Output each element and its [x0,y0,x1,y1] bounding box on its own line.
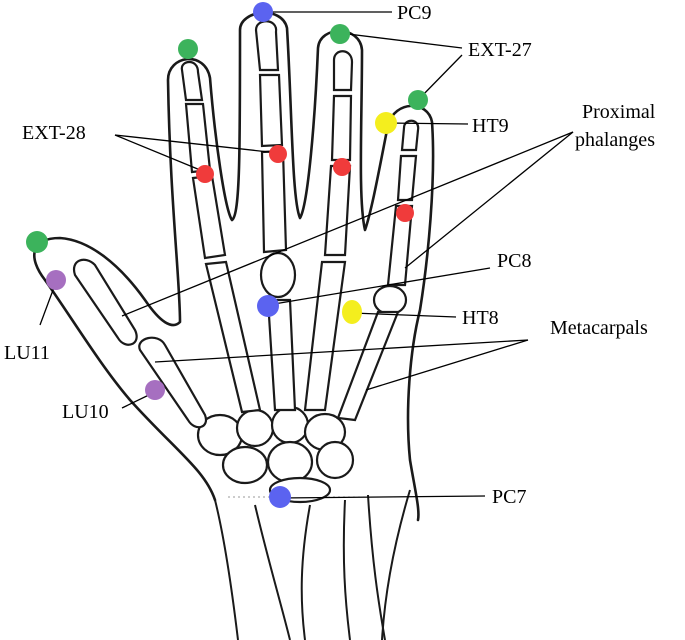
index-finger-bones [180,60,262,414]
label-lu10: LU10 [62,401,109,423]
label-ht8: HT8 [462,307,499,329]
little-finger-bones [336,119,420,422]
point-ht9 [375,112,397,134]
carpal-bones [196,405,355,504]
label-ht9: HT9 [472,115,509,137]
point-ext27-index [178,39,198,59]
label-ext28: EXT-28 [22,122,86,144]
label-lu11: LU11 [4,342,50,364]
point-ext28-little [396,204,414,222]
label-metacarpals: Metacarpals [550,317,648,339]
ring-finger-bones [303,50,354,412]
label-proximal-line2: phalanges [575,129,655,151]
point-ext27-little [408,90,428,110]
label-ext27: EXT-27 [468,39,532,61]
point-ext28-index [196,165,214,183]
label-pc8: PC8 [497,250,531,272]
thumb-bones [72,258,208,429]
forearm-left-edge [214,499,239,640]
point-lu10 [145,380,165,400]
point-ext28-ring [333,158,351,176]
point-ext27-ring [330,24,350,44]
point-ext28-middle [269,145,287,163]
leader-lines [39,11,574,499]
point-ht8 [342,300,362,324]
point-pc8 [257,295,279,317]
point-pc9 [253,2,273,22]
ulna-bone [342,494,386,640]
forearm-right-edge [381,489,411,640]
radius-bone [254,504,311,640]
label-pc7: PC7 [492,486,526,508]
point-lu11 [46,270,66,290]
acupoints [26,2,428,508]
label-pc9: PC9 [397,2,431,24]
label-proximal-line1: Proximal [582,101,656,123]
point-pc7 [269,486,291,508]
point-ext27-thumb [26,231,48,253]
